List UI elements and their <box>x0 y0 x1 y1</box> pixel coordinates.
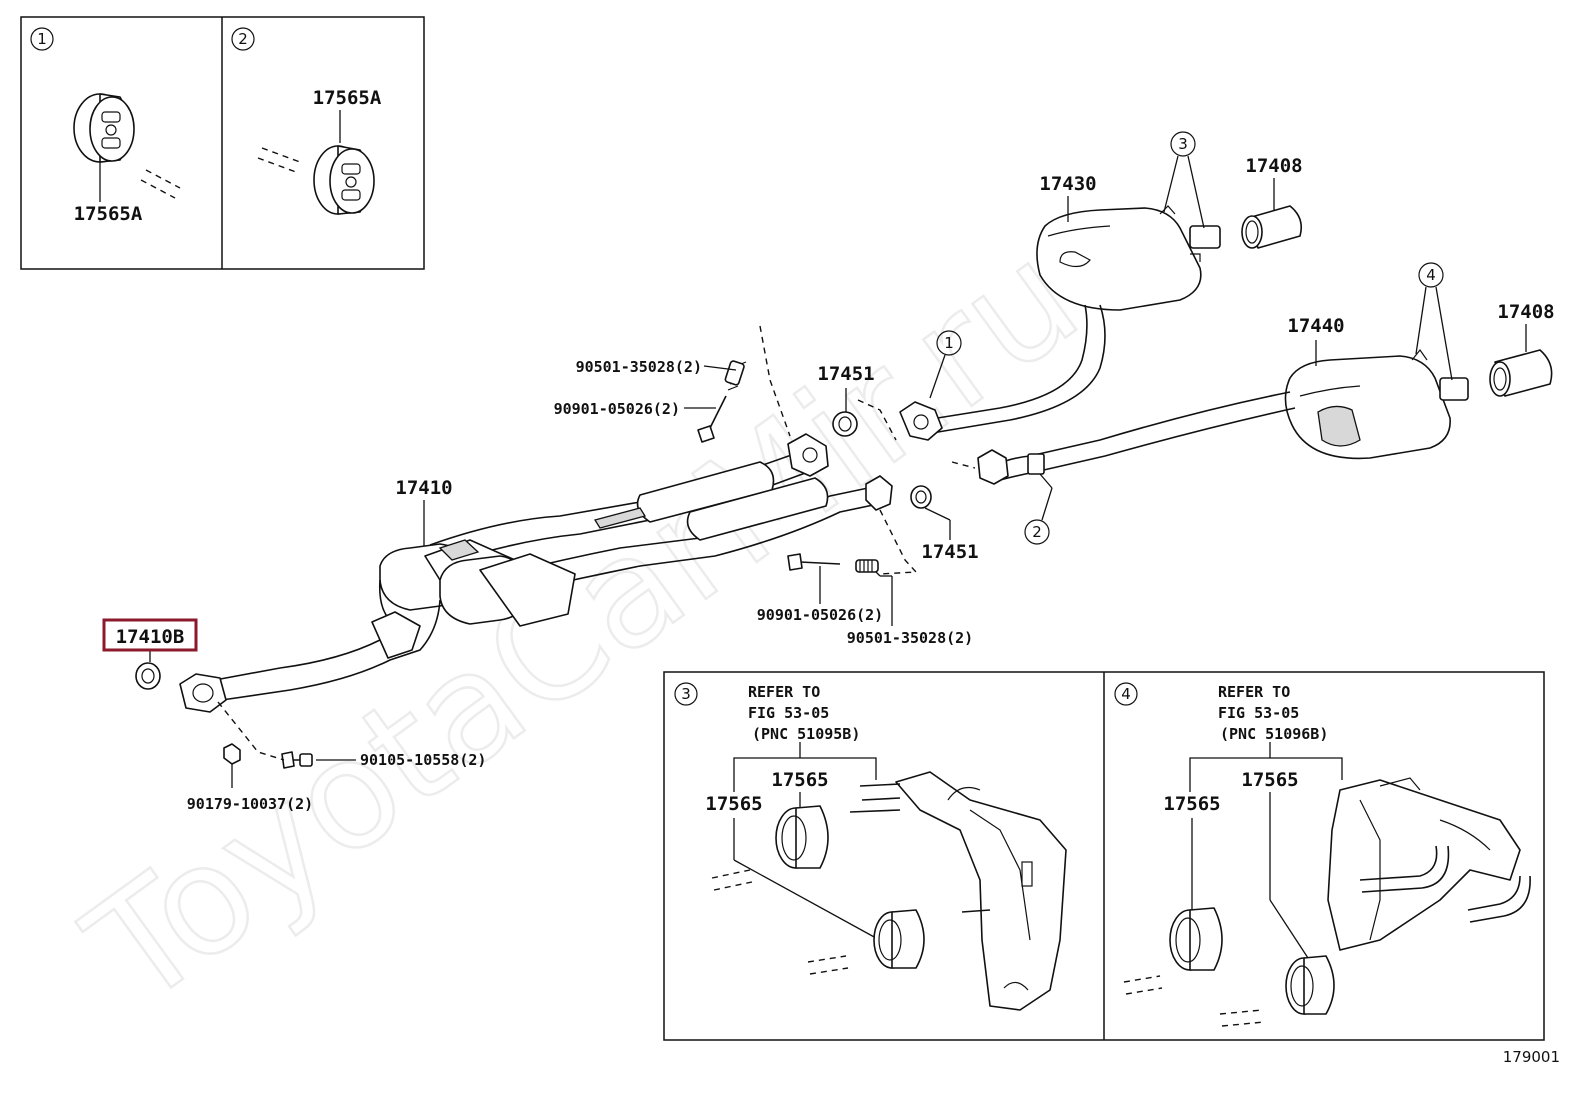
callout-3: 3 <box>1163 131 1205 229</box>
inset-3-refer-line-1: REFER TO <box>748 683 820 701</box>
figure-number: 179001 <box>1503 1048 1560 1066</box>
inset-box-3-4 <box>663 671 1545 1041</box>
pipe-17440-intermediate <box>977 391 1296 489</box>
inset-2-part-label: 17565A <box>313 87 382 109</box>
gasket-17410b <box>135 662 161 690</box>
bolt-90901-top-icon <box>697 395 727 443</box>
insulator-17565a-icon <box>313 145 375 215</box>
nut-90179-icon <box>223 743 241 765</box>
callout-1: 1 <box>929 330 962 399</box>
spring-90501-top-icon <box>724 360 747 391</box>
insulator-17565-icon <box>873 909 925 969</box>
inset-1-marker <box>30 27 54 51</box>
inset-4-refer-line-3: (PNC 51096B) <box>1220 725 1328 743</box>
label-17430: 17430 <box>1039 173 1096 195</box>
label-bolt-mid-spring: 90501-35028(2) <box>847 629 973 647</box>
svg-text:2: 2 <box>1032 523 1042 541</box>
insulator-17565-icon <box>1285 955 1335 1015</box>
inset-2-marker-text: 2 <box>238 30 248 48</box>
label-17440: 17440 <box>1287 315 1344 337</box>
label-17451-bottom: 17451 <box>921 541 978 563</box>
pipe-17430-intermediate <box>899 304 1106 441</box>
callout-2: 2 <box>1024 487 1053 545</box>
callout-4: 4 <box>1415 262 1453 381</box>
spring-90501-mid-icon <box>855 559 879 573</box>
label-bolt-mid-bolt: 90901-05026(2) <box>757 606 883 624</box>
bolt-90901-mid-icon <box>787 553 841 571</box>
label-bolt-top-bolt: 90901-05026(2) <box>554 400 680 418</box>
svg-text:4: 4 <box>1121 685 1131 703</box>
exhaust-pipe-17410 <box>179 433 893 713</box>
label-bolt-front-b: 90179-10037(2) <box>187 795 313 813</box>
muffler-17440 <box>1284 348 1469 460</box>
inset-4-part-a: 17565 <box>1241 769 1298 791</box>
label-17408-right: 17408 <box>1497 301 1554 323</box>
insulator-17565-icon <box>1169 907 1223 971</box>
insulator-17565-icon <box>775 805 829 869</box>
label-17410: 17410 <box>395 477 452 499</box>
insulator-17565a-icon <box>73 93 135 163</box>
hanger-pin-icon <box>257 147 301 173</box>
label-17410b: 17410B <box>116 626 185 648</box>
inset-3-part-a: 17565 <box>771 769 828 791</box>
svg-text:3: 3 <box>1178 135 1188 153</box>
inset-1-part-label: 17565A <box>74 203 143 225</box>
inset-3-refer-line-3: (PNC 51095B) <box>752 725 860 743</box>
tail-pipe-17408-top <box>1241 205 1303 249</box>
svg-text:1: 1 <box>944 334 954 352</box>
inset-1: 1 17565A <box>30 27 181 225</box>
inset-3-refer-line-2: FIG 53-05 <box>748 704 829 722</box>
inset-3-part-b: 17565 <box>705 793 762 815</box>
gasket-17451-bottom <box>910 485 932 509</box>
label-17408-top: 17408 <box>1245 155 1302 177</box>
inset-box-1-2 <box>20 16 425 270</box>
bolt-90105-icon <box>281 751 313 769</box>
highlight-box <box>102 618 198 652</box>
inset-4-part-b: 17565 <box>1163 793 1220 815</box>
inset-2-marker <box>231 27 255 51</box>
hanger-pin-icon <box>140 169 181 199</box>
muffler-17430 <box>1036 205 1221 311</box>
label-17451-top: 17451 <box>817 363 874 385</box>
tail-pipe-17408-right <box>1489 349 1553 397</box>
label-bolt-top-spring: 90501-35028(2) <box>576 358 702 376</box>
inset-2: 2 17565A <box>231 27 382 215</box>
inset-4-refer-line-2: FIG 53-05 <box>1218 704 1299 722</box>
inset-3: 3 REFER TO FIG 53-05 (PNC 51095B) 17565 … <box>674 682 1067 1011</box>
svg-text:3: 3 <box>681 685 691 703</box>
label-bolt-front-a: 90105-10558(2) <box>360 751 486 769</box>
inset-1-marker-text: 1 <box>37 30 47 48</box>
inset-4-refer-line-1: REFER TO <box>1218 683 1290 701</box>
inset-4: 4 REFER TO FIG 53-05 (PNC 51096B) 17565 … <box>1114 682 1531 1027</box>
gasket-17451-top <box>832 411 858 437</box>
svg-text:4: 4 <box>1426 266 1436 284</box>
